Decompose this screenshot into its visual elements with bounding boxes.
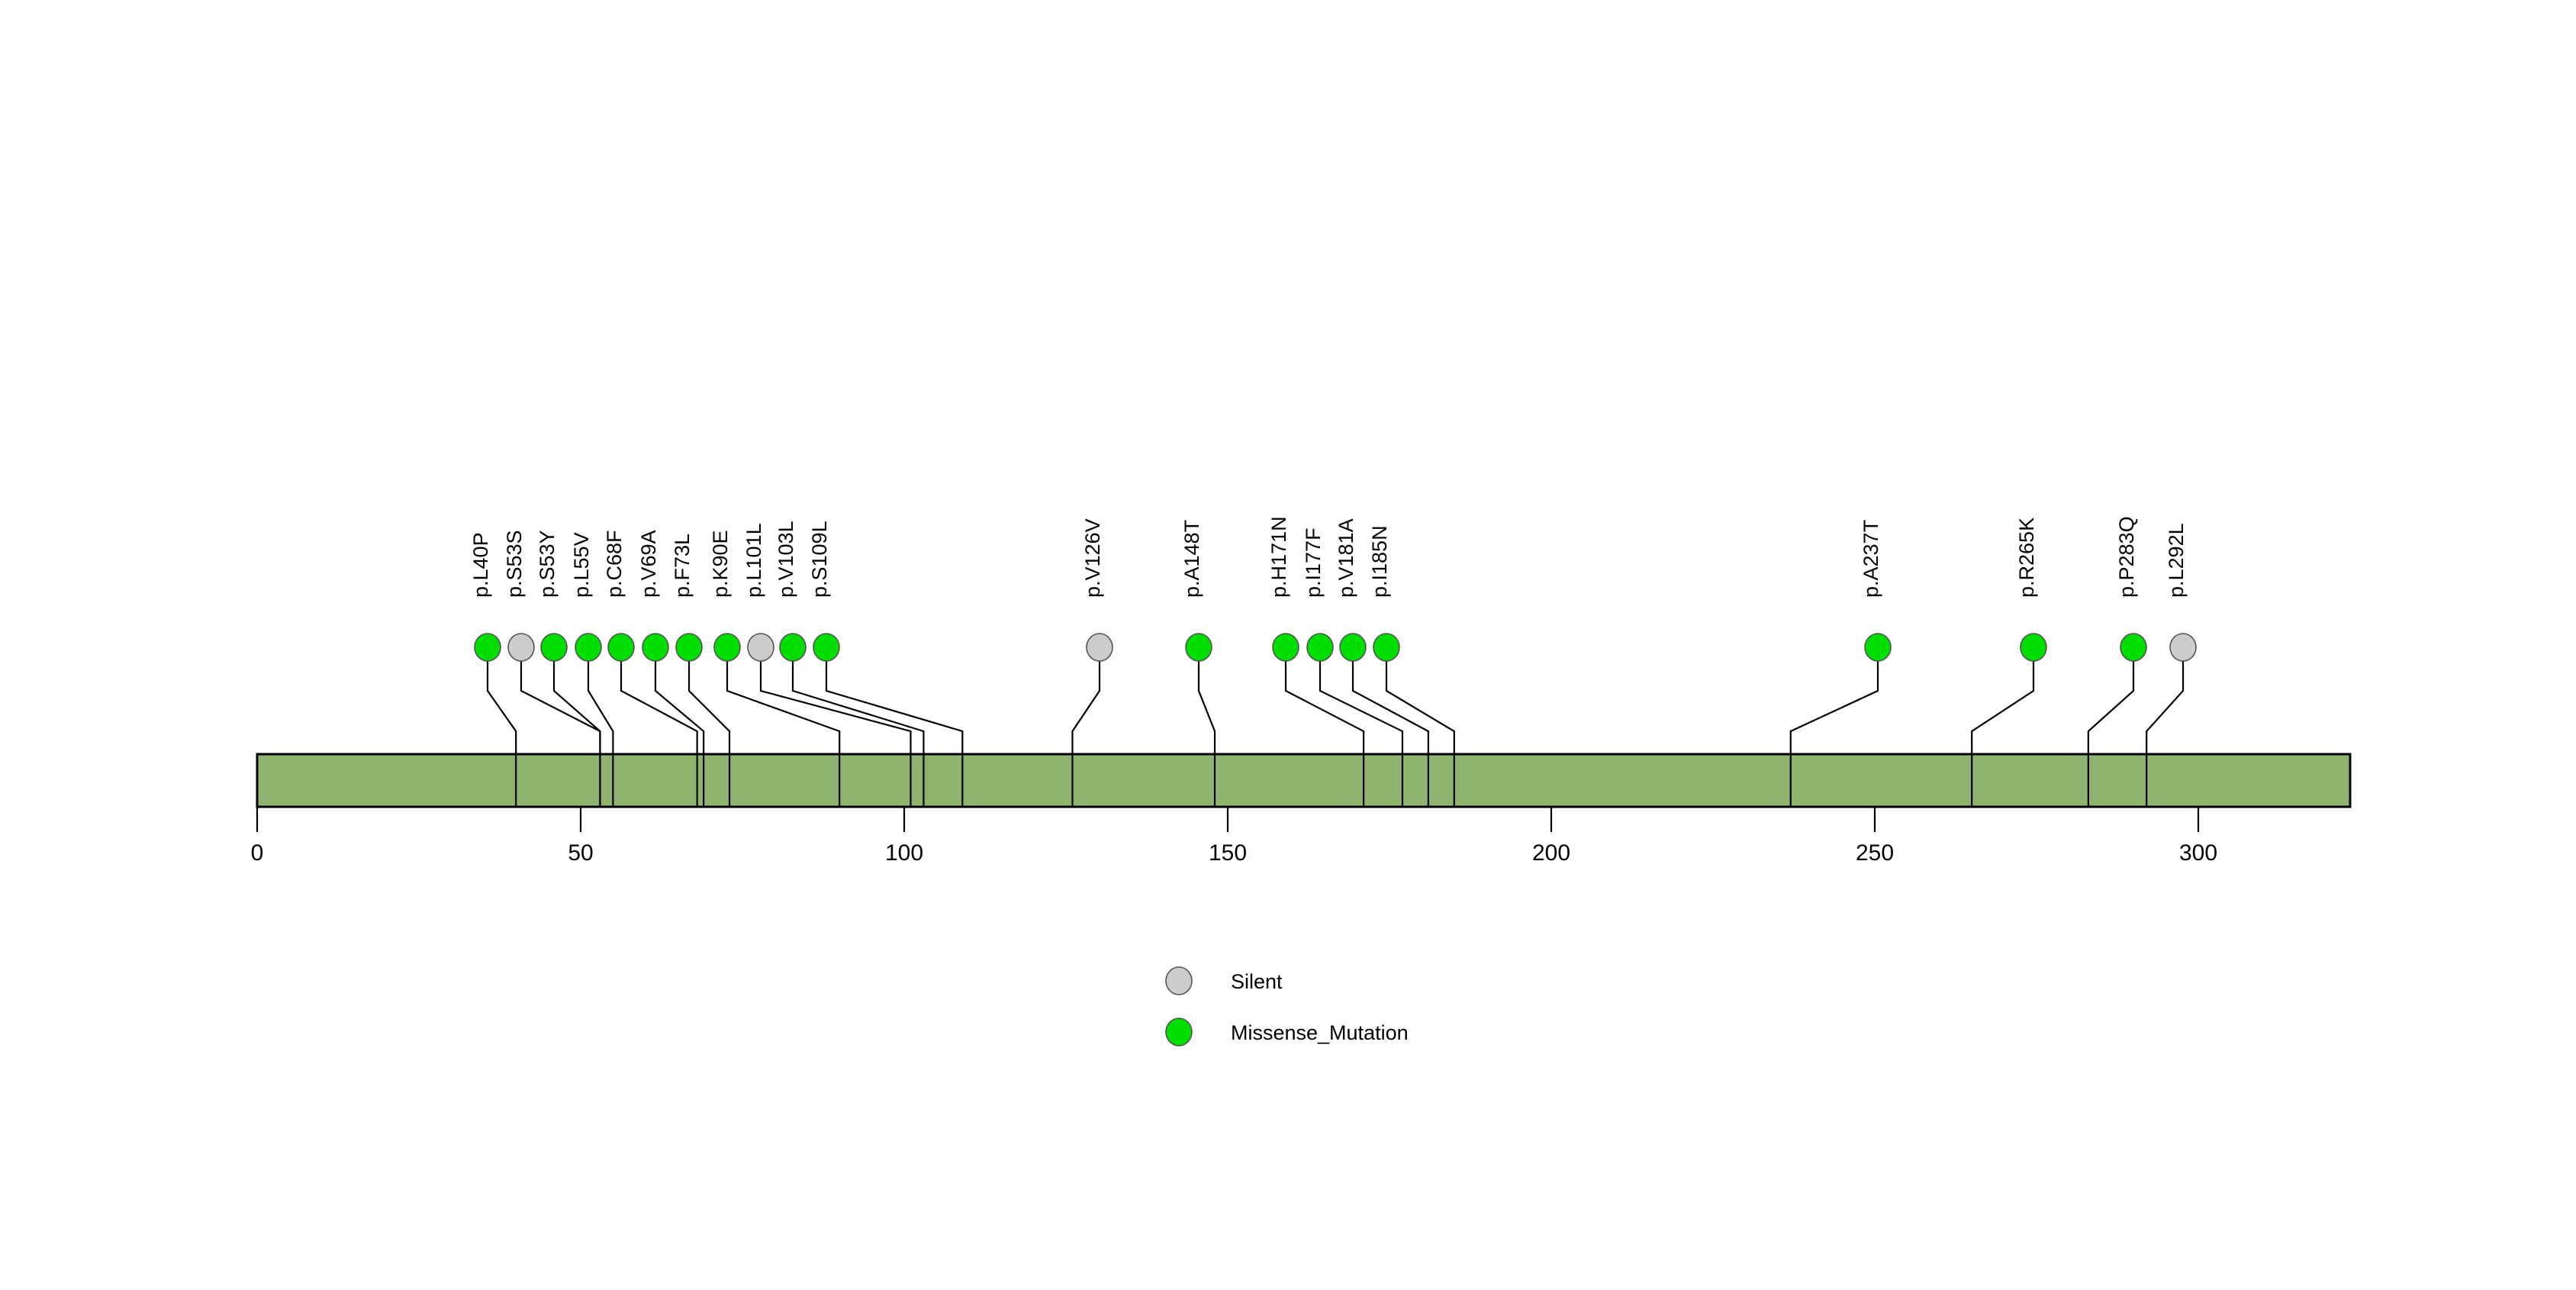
mutation-label: p.I185N	[1368, 525, 1391, 598]
bar-crossing-stems	[515, 754, 2148, 807]
mutation-label: p.L55V	[570, 532, 593, 598]
mutation-label: p.I177F	[1302, 527, 1325, 598]
mutation-marker[interactable]	[1864, 633, 1892, 662]
mutation-stem	[1284, 661, 1365, 754]
mutation-label: p.L40P	[469, 532, 492, 598]
mutation-marker-group	[474, 633, 2197, 662]
mutation-stem	[654, 661, 705, 754]
mutation-stem	[2146, 661, 2185, 754]
mutation-label: p.S109L	[808, 521, 831, 598]
mutation-label: p.V181A	[1335, 518, 1357, 598]
mutation-stem	[1789, 661, 1879, 754]
mutation-marker[interactable]	[2020, 633, 2047, 662]
mutation-label: p.L292L	[2165, 523, 2188, 598]
legend-marker-silent[interactable]	[1165, 966, 1193, 995]
mutation-stem	[2087, 661, 2135, 754]
mutation-marker[interactable]	[747, 633, 774, 662]
mutation-stem	[687, 661, 731, 754]
mutation-marker[interactable]	[642, 633, 669, 662]
mutation-label: p.F73L	[671, 534, 694, 598]
mutation-label-group: p.L40P p.S53S p.S53Y p.L55V p.C68F p.V69A p.F7…	[469, 516, 2188, 598]
mutation-label: p.A237T	[1860, 520, 1882, 598]
mutation-stem	[825, 661, 964, 754]
mutation-stem	[726, 661, 841, 754]
mutation-label: p.P283Q	[2115, 516, 2138, 598]
mutation-label: p.S53Y	[536, 530, 559, 598]
protein-domain-bar[interactable]	[256, 753, 2352, 808]
mutation-stem	[1071, 661, 1101, 754]
mutation-marker[interactable]	[1306, 633, 1334, 662]
mutation-label: p.V69A	[637, 530, 660, 598]
mutation-label: p.A148T	[1180, 520, 1203, 598]
mutation-marker[interactable]	[713, 633, 741, 662]
mutation-marker[interactable]	[1086, 633, 1113, 662]
mutation-label: p.V126V	[1081, 518, 1104, 598]
mutation-label: p.R265K	[2015, 518, 2038, 598]
mutation-marker[interactable]	[507, 633, 535, 662]
mutation-label: p.C68F	[603, 530, 626, 598]
mutation-stem	[1385, 661, 1455, 754]
axis-tick-label: 100	[885, 840, 923, 866]
mutation-marker[interactable]	[779, 633, 807, 662]
mutation-marker[interactable]	[540, 633, 568, 662]
mutation-marker[interactable]	[675, 633, 703, 662]
mutation-marker[interactable]	[813, 633, 840, 662]
mutation-label: p.V103L	[774, 521, 797, 598]
mutation-stem	[759, 661, 912, 754]
mutation-stem	[486, 661, 517, 754]
mutation-marker[interactable]	[1373, 633, 1400, 662]
legend-marker-missense_mutation[interactable]	[1165, 1017, 1193, 1047]
mutation-marker[interactable]	[2120, 633, 2147, 662]
axis-tick-group: 0 50 100 150 200 250 300	[251, 807, 2217, 866]
mutation-marker[interactable]	[1272, 633, 1299, 662]
mutation-marker[interactable]	[1185, 633, 1212, 662]
legend-label-missense_mutation: Missense_Mutation	[1231, 1021, 1409, 1044]
mutation-marker[interactable]	[575, 633, 602, 662]
mutation-stem	[587, 661, 614, 754]
axis-tick-label: 0	[251, 840, 264, 866]
mutation-label: p.S53S	[503, 530, 526, 598]
legend-label-silent: Silent	[1231, 970, 1283, 993]
mutation-marker[interactable]	[607, 633, 635, 662]
mutation-marker[interactable]	[1339, 633, 1367, 662]
mutation-label: p.H171N	[1267, 516, 1290, 598]
axis-tick-label: 150	[1209, 840, 1247, 866]
axis-tick-label: 200	[1532, 840, 1570, 866]
axis-tick-label: 250	[1856, 840, 1894, 866]
mutation-stem	[1319, 661, 1404, 754]
mutation-stem	[791, 661, 925, 754]
stem-group	[486, 661, 2185, 754]
mutation-label: p.K90E	[709, 530, 732, 598]
mutation-stem	[620, 661, 698, 754]
mutation-stem	[1351, 661, 1429, 754]
mutation-marker[interactable]	[2169, 633, 2197, 662]
axis-tick-label: 50	[568, 840, 593, 866]
mutation-stem	[1197, 661, 1216, 754]
axis-tick-label: 300	[2179, 840, 2217, 866]
mutation-marker[interactable]	[474, 633, 501, 662]
mutation-label: p.L101L	[742, 523, 765, 598]
mutation-stem	[1971, 661, 2035, 754]
mutation-stem	[552, 661, 601, 754]
